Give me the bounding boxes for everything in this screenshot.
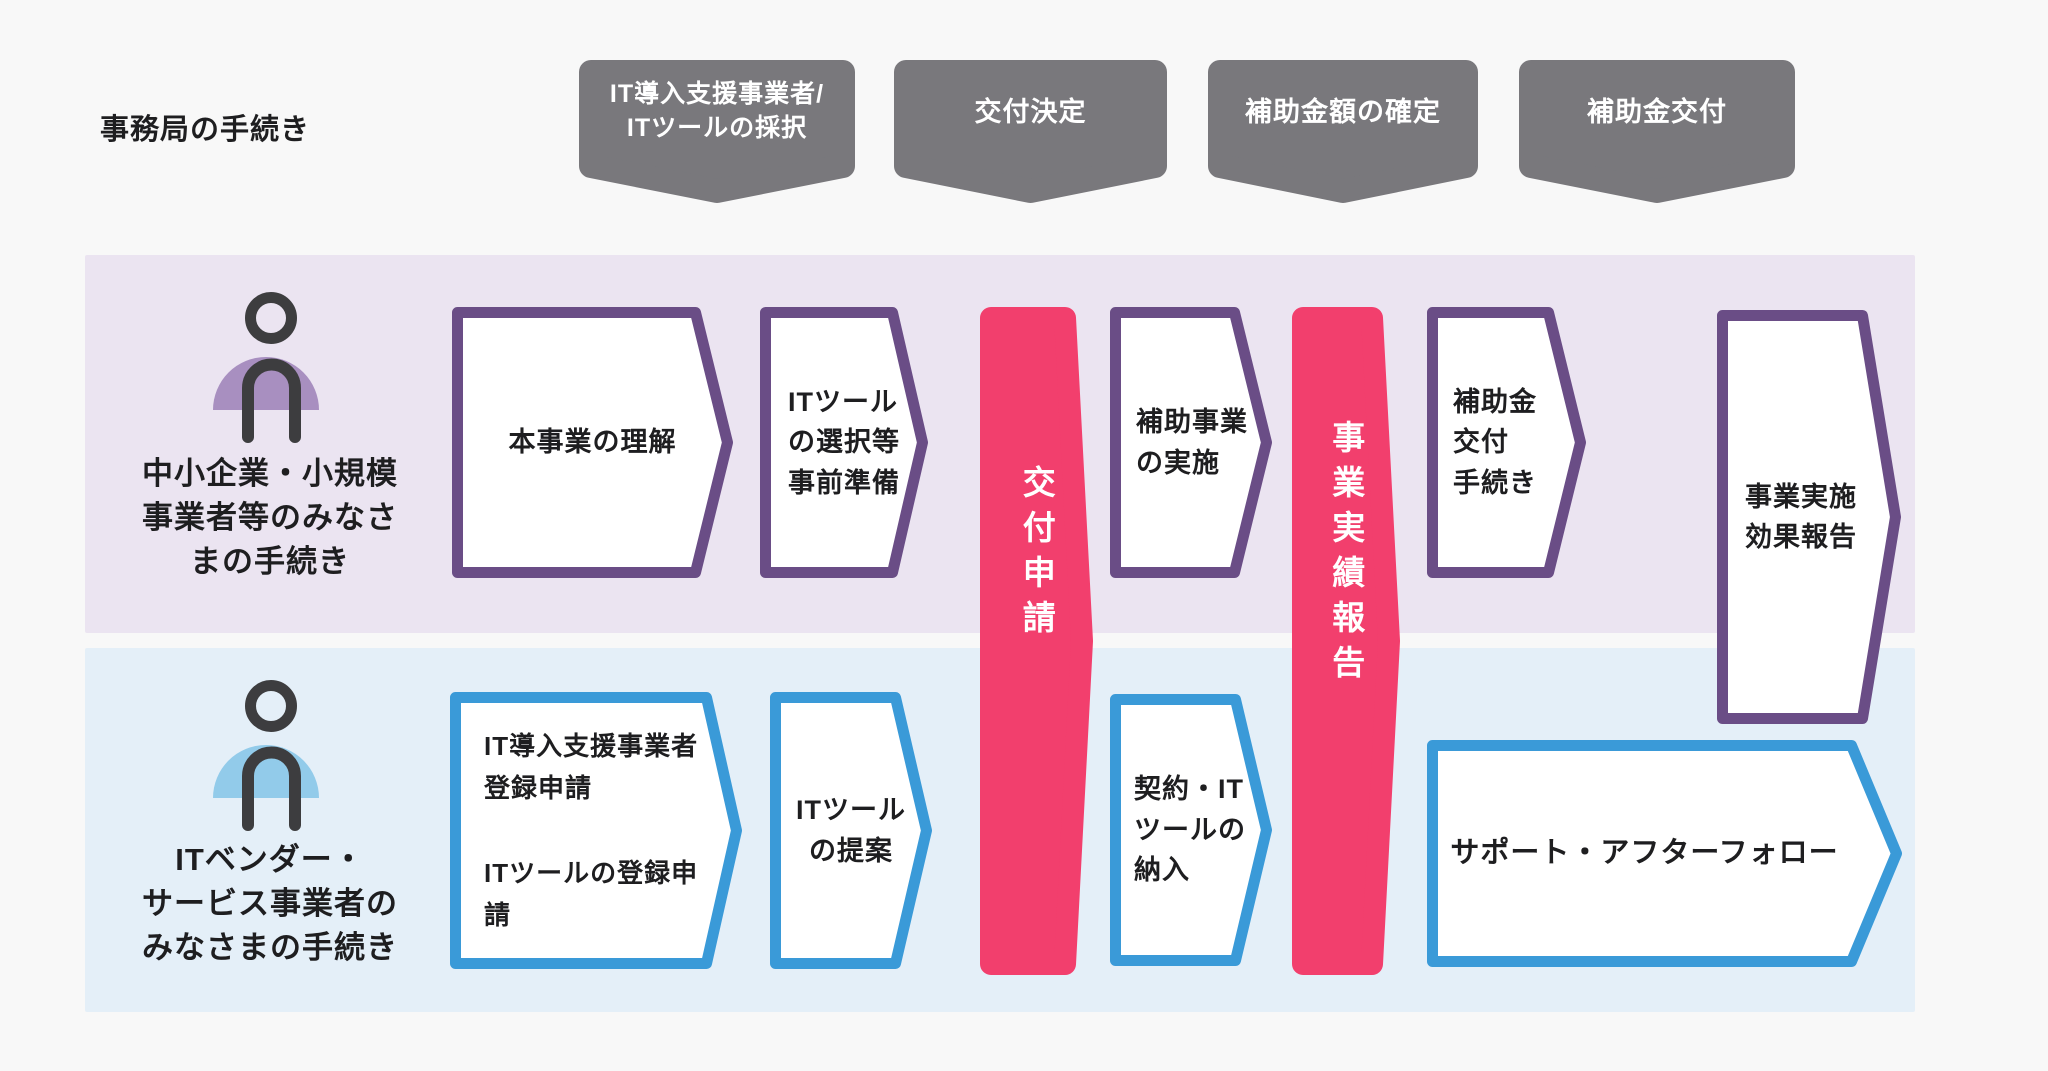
secretariat-step-grant-decision: 交付決定 bbox=[892, 58, 1169, 205]
page-title: 事務局の手続き bbox=[100, 114, 311, 146]
secretariat-step-subsidy-payment: 補助金交付 bbox=[1517, 58, 1797, 205]
sme-step-label: 事業実施 効果報告 bbox=[1745, 481, 1857, 553]
vendor-step-registration: IT導入支援事業者 登録申請 ITツールの登録申 請 bbox=[448, 690, 744, 971]
sme-lane-label: 中小企業・小規模 事業者等のみなさ まの手続き bbox=[142, 456, 398, 580]
secretariat-step-label: IT導入支援事業者/ ITツールの採択 bbox=[609, 80, 825, 142]
sme-person-icon bbox=[205, 288, 335, 443]
vendor-step-tool-proposal: ITツール の提案 bbox=[768, 690, 934, 971]
sme-step-label: ITツール の選択等 事前準備 bbox=[788, 386, 900, 498]
vendor-step-contract-delivery: 契約・IT ツールの 納入 bbox=[1108, 692, 1274, 968]
secretariat-step-amount-fixed: 補助金額の確定 bbox=[1206, 58, 1480, 205]
milestone-label: 事業実績報告 bbox=[1327, 420, 1365, 690]
vendor-step-label: IT導入支援事業者 登録申請 ITツールの登録申 請 bbox=[484, 731, 699, 930]
sme-step-payment-procedure: 補助金 交付 手続き bbox=[1425, 305, 1588, 580]
vendor-step-label: ITツール の提案 bbox=[796, 795, 906, 866]
vendor-step-label: 契約・IT ツールの 納入 bbox=[1134, 774, 1246, 886]
sme-step-implement-project: 補助事業 の実施 bbox=[1108, 305, 1274, 580]
secretariat-step-label: 補助金額の確定 bbox=[1245, 96, 1441, 127]
secretariat-step-label: 補助金交付 bbox=[1587, 96, 1727, 127]
sme-step-effect-report: 事業実施 効果報告 bbox=[1715, 308, 1903, 726]
vendor-step-label: サポート・アフターフォロー bbox=[1450, 836, 1839, 869]
sme-step-label: 補助事業 の実施 bbox=[1136, 407, 1248, 478]
milestone-label: 交付申請 bbox=[1018, 465, 1056, 645]
sme-step-understand-program: 本事業の理解 bbox=[450, 305, 735, 580]
sme-step-tool-selection: ITツール の選択等 事前準備 bbox=[758, 305, 930, 580]
vendor-step-support-followup: サポート・アフターフォロー bbox=[1425, 738, 1904, 969]
secretariat-step-label: 交付決定 bbox=[974, 96, 1087, 127]
secretariat-step-adoption: IT導入支援事業者/ ITツールの採択 bbox=[577, 58, 857, 205]
milestone-grant-application: 交付申請 bbox=[978, 305, 1095, 977]
vendor-lane-label: ITベンダー・ サービス事業者の みなさまの手続き bbox=[142, 842, 398, 966]
sme-step-label: 補助金 交付 手続き bbox=[1453, 386, 1537, 498]
sme-step-label: 本事業の理解 bbox=[508, 427, 677, 458]
milestone-performance-report: 事業実績報告 bbox=[1290, 305, 1402, 977]
vendor-person-icon bbox=[205, 676, 335, 831]
